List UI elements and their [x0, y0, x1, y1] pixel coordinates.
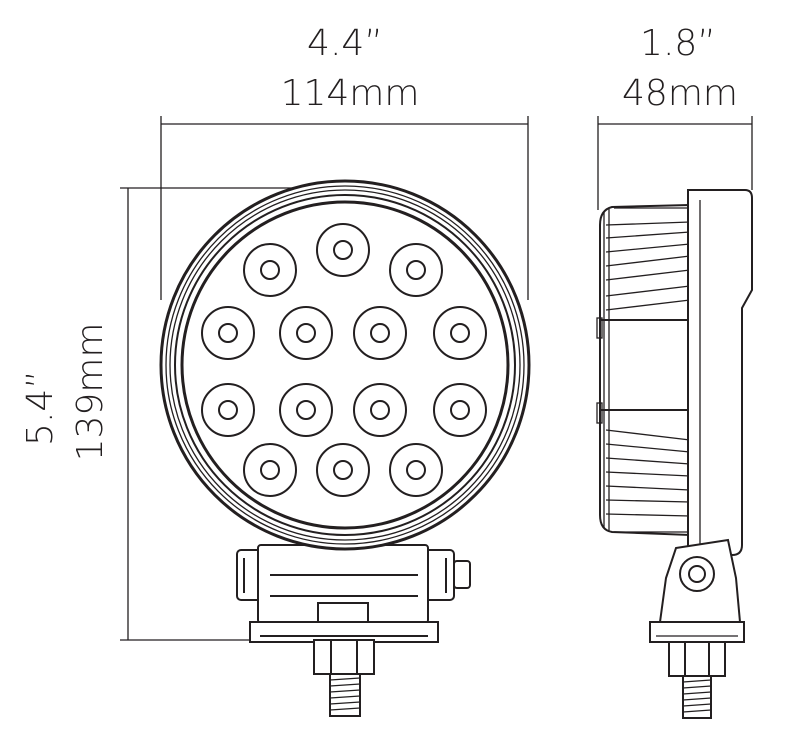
led-13 — [316, 443, 370, 497]
lens-ring — [180, 200, 510, 530]
depth-dimension-line — [597, 116, 753, 210]
led-9 — [279, 383, 333, 437]
led-8 — [201, 383, 255, 437]
side-heatsink — [596, 203, 691, 537]
led-10 — [353, 383, 407, 437]
led-7 — [433, 306, 487, 360]
led-3 — [389, 243, 443, 297]
side-view — [596, 189, 753, 719]
width-dimension-line — [160, 116, 529, 300]
front-mount-bracket — [236, 544, 471, 643]
height-inches-label: 5.4” — [20, 370, 61, 446]
width-inches-label: 4.4” — [307, 23, 383, 64]
front-view — [159, 179, 531, 717]
led-4 — [201, 306, 255, 360]
depth-mm-label: 48mm — [622, 73, 738, 114]
front-nut-and-bolt — [313, 639, 375, 717]
led-11 — [433, 383, 487, 437]
led-6 — [353, 306, 407, 360]
led-1 — [316, 223, 370, 277]
depth-inches-label: 1.8” — [640, 23, 716, 64]
led-array — [201, 223, 487, 497]
led-2 — [243, 243, 297, 297]
side-mount — [649, 538, 745, 719]
width-mm-label: 114mm — [281, 73, 420, 114]
led-12 — [243, 443, 297, 497]
led-5 — [279, 306, 333, 360]
led-14 — [389, 443, 443, 497]
side-bezel — [687, 189, 753, 556]
height-mm-label: 139mm — [70, 323, 111, 462]
